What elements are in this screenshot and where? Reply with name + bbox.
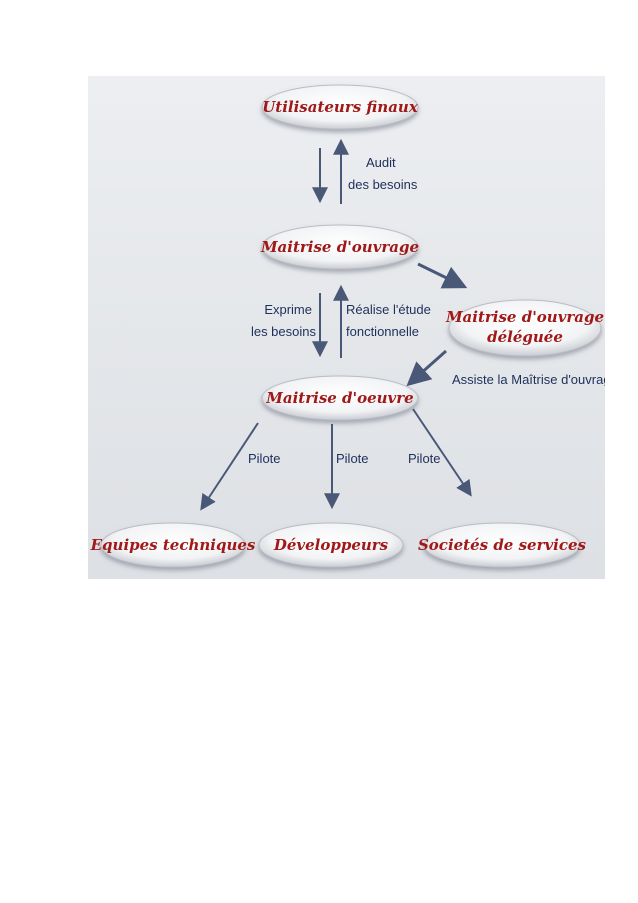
node-utilisateurs-finaux: Utilisateurs finaux	[261, 84, 419, 130]
edge-label-pilote-right: Pilote	[408, 451, 441, 466]
node-moe-label: Maitrise d'oeuvre	[265, 389, 413, 407]
node-maitrise-ouvrage: Maitrise d'ouvrage	[260, 224, 419, 270]
edge-label-pilote-center: Pilote	[336, 451, 369, 466]
node-utilisateurs-label: Utilisateurs finaux	[262, 98, 419, 116]
edge-label-assiste: Assiste la Maîtrise d'ouvrage	[452, 372, 605, 387]
node-societes-services: Societés de services	[418, 522, 587, 568]
node-developpeurs-label: Développeurs	[273, 536, 389, 554]
arrow-moa-to-deleguee	[417, 262, 468, 289]
edge-label-realise-1: Réalise l'étude	[346, 302, 431, 317]
node-equipes-label: Equipes techniques	[90, 536, 256, 554]
arrow-deleguee-to-moe	[406, 349, 447, 387]
node-maitrise-ouvrage-deleguee: Maitrise d'ouvrage déléguée	[445, 299, 604, 357]
edge-label-realise-2: fonctionnelle	[346, 324, 419, 339]
node-moa-label: Maitrise d'ouvrage	[260, 238, 419, 256]
node-developpeurs: Développeurs	[258, 522, 404, 568]
edge-label-audit-2: des besoins	[348, 177, 418, 192]
arrow-moe-to-equipes	[200, 422, 259, 511]
edge-label-exprime-2: les besoins	[251, 324, 317, 339]
node-moa-deleguee-label-2: déléguée	[487, 328, 563, 346]
org-diagram: Utilisateurs finaux Maitrise d'ouvrage M…	[88, 76, 605, 579]
node-moa-deleguee-label-1: Maitrise d'ouvrage	[445, 308, 604, 326]
arrow-moe-to-societes	[412, 408, 472, 497]
edge-label-pilote-left: Pilote	[248, 451, 281, 466]
node-equipes-techniques: Equipes techniques	[90, 522, 256, 568]
edge-label-exprime-1: Exprime	[264, 302, 312, 317]
node-maitrise-oeuvre: Maitrise d'oeuvre	[261, 375, 419, 421]
edge-label-audit-1: Audit	[366, 155, 396, 170]
node-societes-label: Societés de services	[418, 536, 587, 554]
